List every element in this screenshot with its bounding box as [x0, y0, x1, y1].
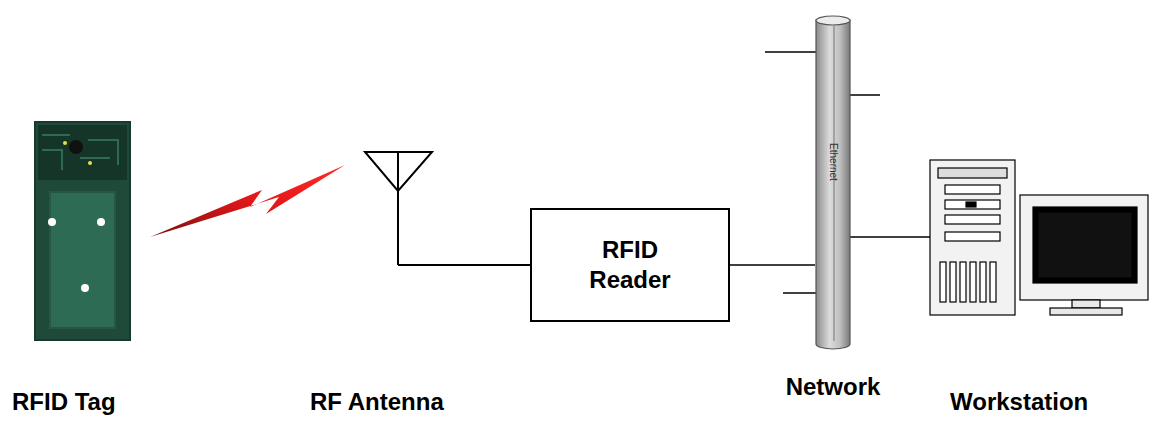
- connector-stroke: [730, 264, 815, 266]
- pipe-core: [834, 26, 835, 341]
- ethernet-pipe: [815, 15, 851, 350]
- workstation-computer: [930, 160, 1148, 315]
- radio-bolt: [150, 165, 345, 237]
- antenna-symbol: [365, 152, 530, 265]
- tag-dot: [63, 141, 67, 145]
- pipe-body: [816, 20, 850, 349]
- caption-label: Workstation: [950, 388, 1088, 416]
- tag-traces: [42, 135, 118, 170]
- connector-line: [730, 265, 815, 266]
- network-branches: [765, 52, 950, 293]
- tag-dot: [88, 161, 92, 165]
- network-pipe: EthernetNetwork: [815, 15, 851, 350]
- tag-hole: [97, 218, 105, 226]
- pipe-top: [816, 16, 850, 25]
- tag-board: [35, 122, 130, 340]
- node-heading: Network: [786, 373, 881, 401]
- rfid-tag: [35, 122, 130, 340]
- caption-label: RF Antenna: [310, 388, 444, 416]
- tag-coil: [50, 192, 115, 328]
- caption-label: RFID Tag: [12, 388, 116, 416]
- tag-chip: [69, 140, 83, 154]
- tag-hole: [81, 284, 89, 292]
- tag-hole: [48, 218, 56, 226]
- reader-box: RFID Reader: [530, 208, 730, 322]
- pipe-label: Ethernet: [828, 143, 839, 181]
- box-label: RFID Reader: [575, 235, 685, 295]
- tag-top: [38, 125, 127, 180]
